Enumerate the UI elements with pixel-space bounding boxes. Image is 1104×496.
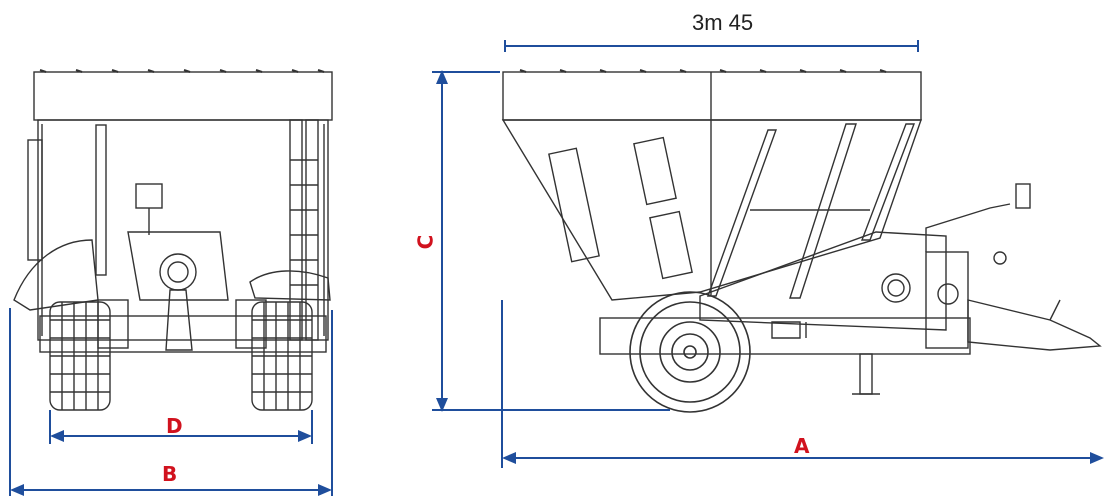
side-wheel	[629, 291, 751, 413]
dimension-a-label: A	[794, 434, 810, 458]
side-view-drawing	[501, 69, 1102, 395]
dimension-lines	[9, 40, 1104, 496]
dimension-b-label: B	[162, 462, 178, 486]
front-view-drawing	[13, 69, 333, 353]
front-left-wheel	[49, 301, 111, 411]
top-length-label: 3m 45	[692, 10, 754, 35]
dimension-d-label: D	[166, 414, 183, 438]
front-right-wheel	[251, 301, 313, 411]
dimension-c-label: C	[413, 234, 438, 250]
